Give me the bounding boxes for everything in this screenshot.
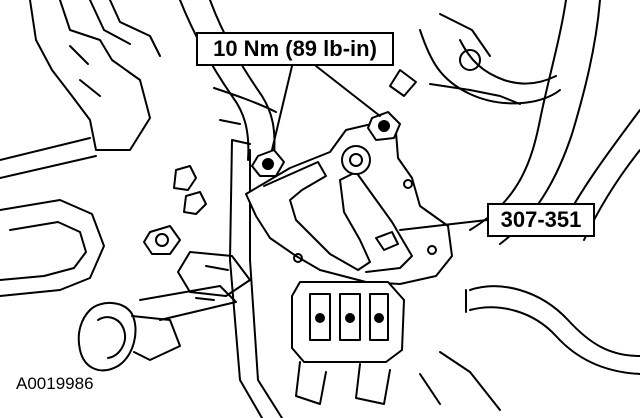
leader-lines [271,65,488,231]
mounting-bolt-left [251,149,285,177]
sensor-lever [263,161,413,273]
cable-bundle [419,29,561,105]
torque-leader-left [271,65,293,151]
torque-leader-right [315,65,381,117]
right-hose [469,0,567,231]
shaft-hub [341,145,371,175]
range-sensor [245,111,453,405]
left-bolt [143,225,181,255]
tool-number-callout: 307-351 [487,203,595,237]
upper-left-bracket [29,0,151,151]
figure-id-label: A0019986 [16,374,94,393]
torque-callout: 10 Nm (89 lb-in) [196,32,394,66]
mounting-bolt-right [367,111,401,141]
lower-left-connector [77,302,137,372]
tool-leader [399,219,488,231]
sensor-connector [291,281,405,405]
lower-right-pipe [469,285,640,357]
center-rod [229,139,263,418]
left-tube [0,137,97,179]
upper-hose [179,0,250,161]
